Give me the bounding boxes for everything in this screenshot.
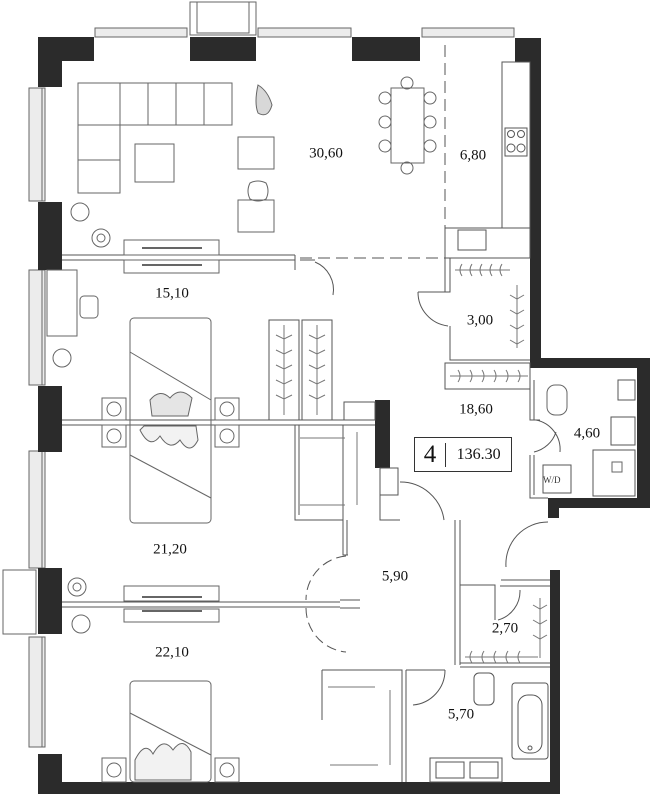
room-area-living: 30,60 — [309, 145, 343, 162]
room-area-bedroom-2: 21,20 — [153, 541, 187, 558]
wardrobe-hangers — [283, 269, 541, 766]
furniture — [46, 76, 623, 783]
total-area: 136.30 — [456, 445, 501, 463]
room-area-hall: 18,60 — [459, 401, 493, 418]
info-divider — [445, 442, 447, 467]
room-area-wardrobe-2: 2,70 — [491, 620, 519, 637]
room-area-wardrobe-1: 3,00 — [466, 312, 494, 329]
structural-walls — [38, 37, 650, 794]
room-area-bathroom-2: 5,70 — [447, 706, 475, 723]
room-area-corridor: 5,90 — [381, 568, 409, 585]
room-area-bedroom-1: 15,10 — [155, 285, 189, 302]
room-area-bathroom-1: 4,60 — [573, 425, 601, 442]
washer-dryer-label: W/D — [543, 475, 561, 485]
room-area-kitchen: 6,80 — [459, 147, 487, 164]
room-area-bedroom-3: 22,10 — [155, 644, 189, 661]
rooms-count: 4 — [423, 440, 437, 468]
apartment-info-box: 4 136.30 — [414, 437, 512, 472]
